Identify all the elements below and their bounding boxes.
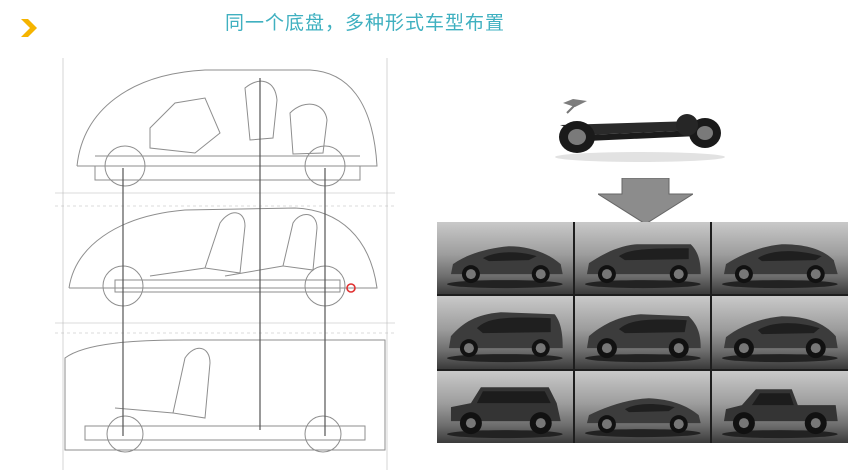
vehicle-render-crossover [574, 296, 711, 369]
vehicle-render-pickup [712, 370, 848, 443]
chassis-blueprint-drawing [55, 58, 395, 470]
vehicle-render-hatchback [712, 222, 848, 295]
vehicle-render-sports-coupe [574, 370, 711, 443]
chevron-right-icon [21, 19, 37, 37]
vehicle-render-offroad-suv [437, 370, 573, 443]
vehicle-render-coupe-suv [712, 296, 848, 369]
vehicle-variants-grid [437, 222, 848, 443]
vehicle-render-sedan [437, 222, 573, 295]
slide-title: 同一个底盘，多种形式车型布置 [225, 12, 506, 34]
skateboard-chassis-image [555, 99, 725, 162]
down-arrow-icon [598, 178, 693, 224]
vehicle-render-wagon [574, 222, 711, 295]
vehicle-render-mpv [437, 296, 573, 369]
